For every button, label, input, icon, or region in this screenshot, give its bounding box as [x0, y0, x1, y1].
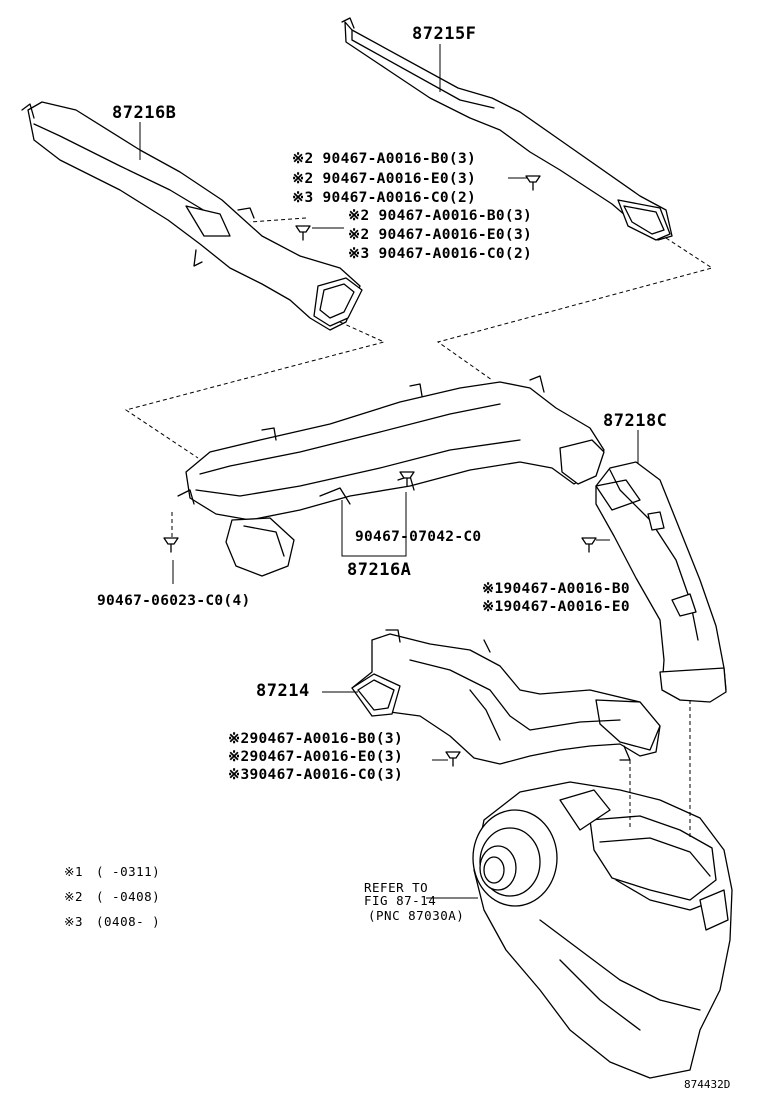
clip-part-number: ※290467-A0016-E0(3): [228, 749, 403, 765]
clip-part-number: ※2 90467-A0016-E0(3): [292, 171, 477, 187]
clip-icon: [525, 175, 541, 191]
clip-icon: [581, 537, 597, 553]
clip-icon: [445, 751, 461, 767]
leader-lines: [139, 44, 639, 899]
heater-unit-assembly: [472, 781, 733, 1079]
footnote-range: (0408- ): [96, 914, 161, 929]
duct-87218c: [595, 461, 727, 703]
footnote-mark: ※1: [64, 864, 83, 879]
clip-icon: [163, 537, 179, 553]
duct-87214: [351, 629, 661, 765]
duct-87216a: [177, 375, 605, 577]
clip-part-number: ※3 90467-A0016-C0(2): [292, 190, 477, 206]
clip-part-number: 90467-06023-C0(4): [97, 593, 251, 609]
footnote-mark: ※3: [64, 914, 83, 929]
figure-code: 874432D: [684, 1078, 731, 1091]
part-label-87215f: 87215F: [412, 24, 477, 44]
footnote-range: ( -0311): [96, 864, 161, 879]
clip-icon: [399, 471, 415, 487]
part-label-87216a: 87216A: [347, 560, 412, 580]
duct-87215f: [341, 17, 673, 241]
clip-part-number: ※2 90467-A0016-E0(3): [348, 227, 533, 243]
clip-part-number: ※2 90467-A0016-B0(3): [348, 208, 533, 224]
connection-dashed-lines: [124, 217, 714, 840]
part-label-87218c: 87218C: [603, 411, 668, 431]
footnote-range: ( -0408): [96, 889, 161, 904]
clip-part-number: ※2 90467-A0016-B0(3): [292, 151, 477, 167]
clip-part-number: ※3 90467-A0016-C0(2): [348, 246, 533, 262]
clip-part-number: 90467-07042-C0: [355, 529, 482, 545]
footnote-mark: ※2: [64, 889, 83, 904]
clip-icon: [295, 225, 311, 241]
part-label-87214: 87214: [256, 681, 310, 701]
refer-note-line2: FIG 87-14: [364, 893, 437, 908]
part-label-87216b: 87216B: [112, 103, 177, 123]
refer-note-line3: (PNC 87030A): [368, 908, 465, 923]
duct-87216b: [21, 101, 363, 331]
refer-note-line1: REFER TO: [364, 880, 429, 895]
clip-part-number: ※190467-A0016-E0: [482, 599, 630, 615]
clip-part-number: ※290467-A0016-B0(3): [228, 731, 403, 747]
clip-part-number: ※190467-A0016-B0: [482, 581, 630, 597]
clip-fasteners: [163, 175, 597, 767]
clip-part-number: ※390467-A0016-C0(3): [228, 767, 403, 783]
